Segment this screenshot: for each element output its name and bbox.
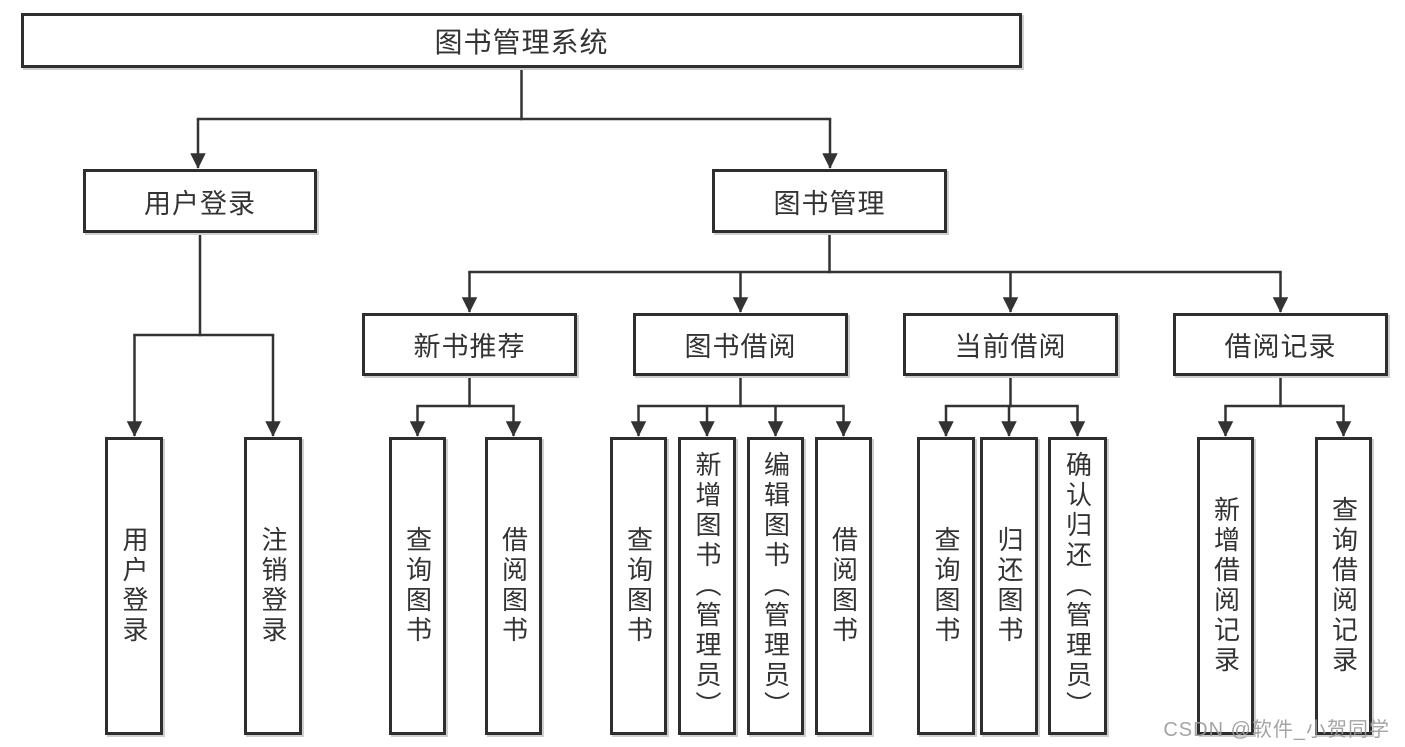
leaf-label: 借阅图书: [828, 526, 859, 646]
leaf-logout: 注销登录: [244, 437, 302, 735]
node-label: 图书管理系统: [434, 26, 609, 58]
leaf-label: 新增借阅记录: [1210, 496, 1241, 676]
leaf-label: 查询借阅记录: [1328, 496, 1359, 676]
leaf-return-books: 归还图书: [980, 437, 1038, 735]
leaf-borrow-books: 借阅图书: [815, 437, 872, 735]
node-book-borrow: 图书借阅: [633, 313, 848, 376]
node-label: 用户登录: [144, 188, 256, 219]
node-borrow-record: 借阅记录: [1173, 313, 1388, 376]
leaf-label: 查询图书: [402, 526, 433, 646]
leaf-label: 确认归还（管理员）: [1062, 451, 1093, 721]
leaf-user-login: 用户登录: [105, 437, 163, 735]
connector-root-to-level2: [190, 66, 838, 169]
leaf-label: 用户登录: [119, 526, 149, 646]
node-label: 当前借阅: [954, 332, 1067, 362]
leaf-newbook-borrow-books: 借阅图书: [485, 437, 542, 735]
connector-book-borrow-to-leaves: [630, 374, 852, 437]
leaf-add-books-admin: 新增图书（管理员）: [678, 437, 736, 735]
leaf-query-borrow-record: 查询借阅记录: [1315, 437, 1372, 735]
leaf-label: 新增图书（管理员）: [692, 451, 722, 721]
connector-book-management-to-level3: [461, 231, 1289, 313]
leaf-label: 注销登录: [258, 526, 288, 646]
node-user-login: 用户登录: [83, 169, 317, 233]
node-book-management: 图书管理: [712, 169, 947, 233]
leaf-label: 编辑图书（管理员）: [760, 451, 791, 721]
node-label: 新书推荐: [413, 332, 526, 362]
node-library-management-system: 图书管理系统: [21, 13, 1022, 68]
csdn-watermark: CSDN @软件_小贺同学: [1163, 719, 1390, 741]
leaf-label: 借阅图书: [498, 526, 529, 646]
leaf-label: 归还图书: [994, 526, 1024, 646]
leaf-confirm-return-admin: 确认归还（管理员）: [1048, 437, 1107, 735]
leaf-add-borrow-record: 新增借阅记录: [1197, 437, 1254, 735]
leaf-newbook-query-books: 查询图书: [389, 437, 446, 735]
node-label: 图书借阅: [684, 332, 797, 362]
leaf-borrow-query-books: 查询图书: [610, 437, 667, 735]
connector-current-borrow-to-leaves: [938, 374, 1086, 437]
leaf-edit-books-admin: 编辑图书（管理员）: [747, 437, 804, 735]
connector-new-book-to-leaves: [409, 374, 522, 437]
leaf-current-query-books: 查询图书: [917, 437, 975, 735]
connector-borrow-record-to-leaves: [1217, 374, 1352, 437]
node-label: 借阅记录: [1224, 332, 1337, 362]
node-current-borrow: 当前借阅: [903, 313, 1118, 376]
connector-user-login-to-leaves: [126, 231, 281, 437]
node-new-book-recommend: 新书推荐: [362, 313, 577, 376]
node-label: 图书管理: [773, 188, 886, 219]
leaf-label: 查询图书: [931, 526, 961, 646]
leaf-label: 查询图书: [623, 526, 654, 646]
